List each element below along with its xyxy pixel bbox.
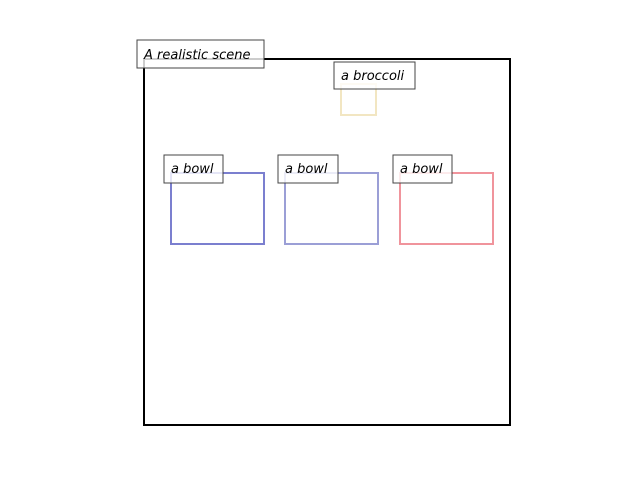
bowl-label-2-text: a bowl: [285, 162, 328, 177]
bowl-label-1: a bowl: [163, 154, 224, 184]
scene-title-text: A realistic scene: [143, 48, 250, 63]
scene-frame: [143, 58, 511, 426]
broccoli-label-text: a broccoli: [341, 69, 405, 84]
bowl-label-1-text: a bowl: [171, 162, 214, 177]
bowl-label-3: a bowl: [392, 154, 453, 184]
broccoli-label: a broccoli: [333, 61, 416, 90]
bowl-box-1: [170, 172, 265, 245]
scene-title-label: A realistic scene: [136, 39, 265, 69]
bowl-box-2: [284, 172, 379, 245]
bowl-box-3: [399, 172, 494, 245]
bowl-label-3-text: a bowl: [400, 162, 443, 177]
bowl-label-2: a bowl: [277, 154, 339, 184]
